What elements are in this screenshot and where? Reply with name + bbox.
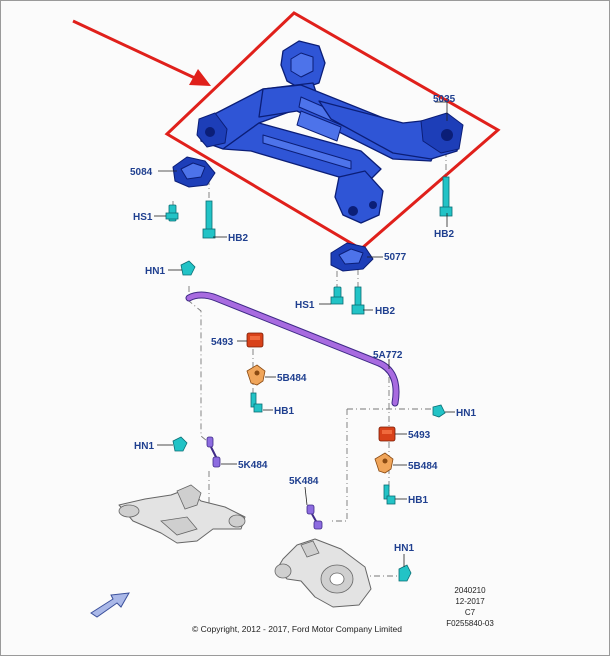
bushing-left[interactable]: [246, 332, 264, 348]
bracket-left[interactable]: [246, 364, 266, 386]
label-bracket-left[interactable]: 5B484: [277, 373, 307, 384]
label-bushing-right[interactable]: 5493: [408, 430, 431, 441]
bolt-hb2-left[interactable]: [202, 200, 216, 239]
label-bolt-hb2-left[interactable]: HB2: [228, 233, 248, 244]
label-bolt-hb2-right-top[interactable]: HB2: [434, 229, 454, 240]
label-nut-hn1-left[interactable]: HN1: [134, 441, 154, 452]
left-subframe-mount[interactable]: [172, 156, 216, 188]
direction-arrow-icon: [90, 592, 130, 618]
bolt-hb1-left[interactable]: [250, 392, 263, 413]
bolt-hs1-right[interactable]: [330, 286, 344, 305]
drawing-revision: C7: [465, 608, 476, 617]
bolt-hb1-right[interactable]: [383, 484, 396, 505]
red-arrow-icon: [72, 19, 211, 86]
leader-lines: [154, 101, 455, 567]
label-nut-hn1-bottom[interactable]: HN1: [394, 543, 414, 554]
label-bolt-hb1-right[interactable]: HB1: [408, 495, 428, 506]
bolt-hb2-right[interactable]: [351, 286, 365, 315]
nut-hn1-top[interactable]: [180, 260, 196, 276]
label-stabilizer-bar[interactable]: 5A772: [373, 350, 403, 361]
label-subframe[interactable]: 5035: [433, 94, 456, 105]
label-link-right[interactable]: 5K484: [289, 476, 319, 487]
nut-hn1-right[interactable]: [432, 404, 446, 418]
part-labels: 5035 5084 HS1 HB2 HB2 5077 HN1 HS1 HB2 5…: [130, 94, 476, 554]
drawing-number: 2040210: [454, 586, 486, 595]
label-mount-left[interactable]: 5084: [130, 167, 153, 178]
label-bracket-right[interactable]: 5B484: [408, 461, 438, 472]
drawing-info: 2040210 12-2017 C7 F0255840-03: [446, 586, 494, 628]
stabilizer-link-left[interactable]: [206, 436, 221, 468]
bracket-right[interactable]: [374, 452, 394, 474]
nut-hn1-bottom[interactable]: [398, 564, 412, 582]
bolt-hs1-left[interactable]: [165, 204, 179, 222]
label-bolt-hb1-left[interactable]: HB1: [274, 406, 294, 417]
right-knuckle[interactable]: [274, 538, 372, 608]
highlight-frame: [164, 11, 501, 251]
label-bushing-left[interactable]: 5493: [211, 337, 234, 348]
bushing-right[interactable]: [378, 426, 396, 442]
label-mount-right[interactable]: 5077: [384, 252, 407, 263]
label-bolt-hs1-right[interactable]: HS1: [295, 300, 315, 311]
label-bolt-hs1-left[interactable]: HS1: [133, 212, 153, 223]
nut-hn1-left[interactable]: [172, 436, 188, 452]
bolt-hb2-right-top[interactable]: [439, 176, 453, 217]
stabilizer-link-right[interactable]: [306, 504, 323, 530]
drawing-date: 12-2017: [455, 597, 485, 606]
rear-subframe[interactable]: [196, 40, 464, 224]
stabilizer-bar[interactable]: [185, 291, 400, 407]
label-nut-hn1-top[interactable]: HN1: [145, 266, 165, 277]
copyright-notice: © Copyright, 2012 - 2017, Ford Motor Com…: [192, 624, 402, 634]
label-bolt-hb2-right[interactable]: HB2: [375, 306, 395, 317]
label-nut-hn1-right[interactable]: HN1: [456, 408, 476, 419]
drawing-code: F0255840-03: [446, 619, 494, 628]
label-link-left[interactable]: 5K484: [238, 460, 268, 471]
left-control-arm[interactable]: [118, 484, 246, 544]
right-subframe-mount[interactable]: [330, 242, 374, 272]
